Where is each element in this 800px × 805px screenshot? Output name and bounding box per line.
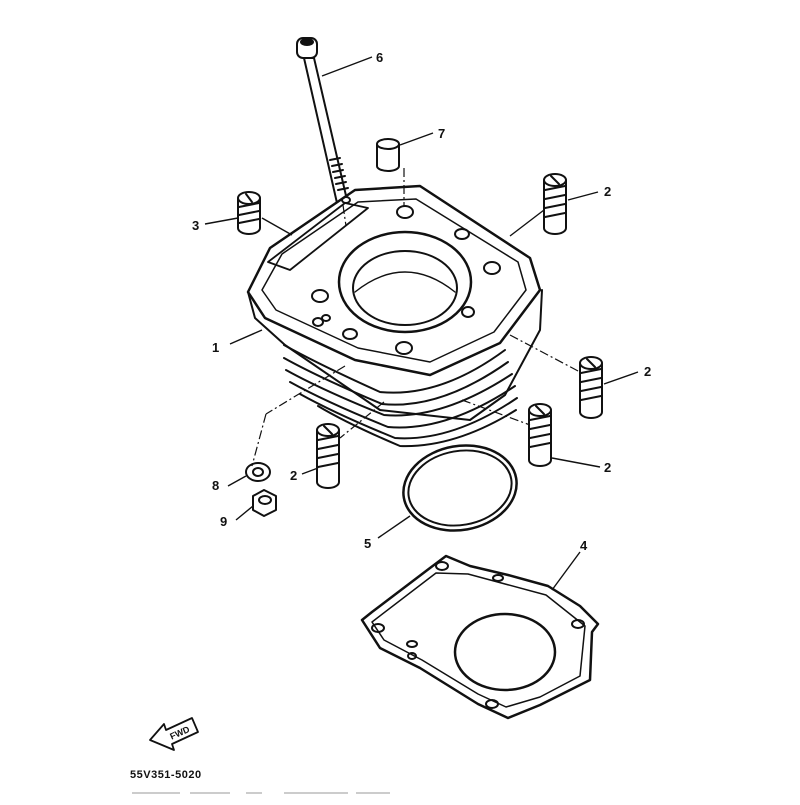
callout-9: 9: [220, 514, 227, 529]
leader-lines: [204, 56, 639, 591]
alignment-lines: [251, 168, 581, 467]
callout-7: 7: [438, 126, 445, 141]
nut: [252, 489, 277, 517]
dowel-sleeve-2-right: [579, 356, 603, 419]
o-ring: [402, 444, 518, 532]
callout-4: 4: [580, 538, 588, 553]
callout-2-right: 2: [644, 364, 651, 379]
fwd-arrow-icon: FWD: [149, 717, 199, 751]
washer: [245, 462, 271, 482]
callout-8: 8: [212, 478, 219, 493]
callout-6: 6: [376, 50, 383, 65]
callout-1: 1: [212, 340, 219, 355]
dowel-sleeve-2-lower-left: [316, 423, 340, 489]
stud-bolt: [296, 37, 349, 204]
base-gasket: [360, 554, 600, 720]
callout-5: 5: [364, 536, 371, 551]
figure-part-number: 55V351-5020: [130, 769, 202, 781]
callout-2-lower-right: 2: [604, 460, 611, 475]
dowel-pin: [376, 138, 400, 172]
dowel-sleeve-2-lower-right: [528, 403, 552, 467]
callout-3: 3: [192, 218, 199, 233]
callout-2-lower-left: 2: [290, 468, 297, 483]
cylinder-block: [246, 184, 543, 448]
dowel-sleeve-3: [237, 191, 261, 235]
dowel-sleeve-2-top-right: [543, 173, 567, 235]
callout-2-top-right: 2: [604, 184, 611, 199]
